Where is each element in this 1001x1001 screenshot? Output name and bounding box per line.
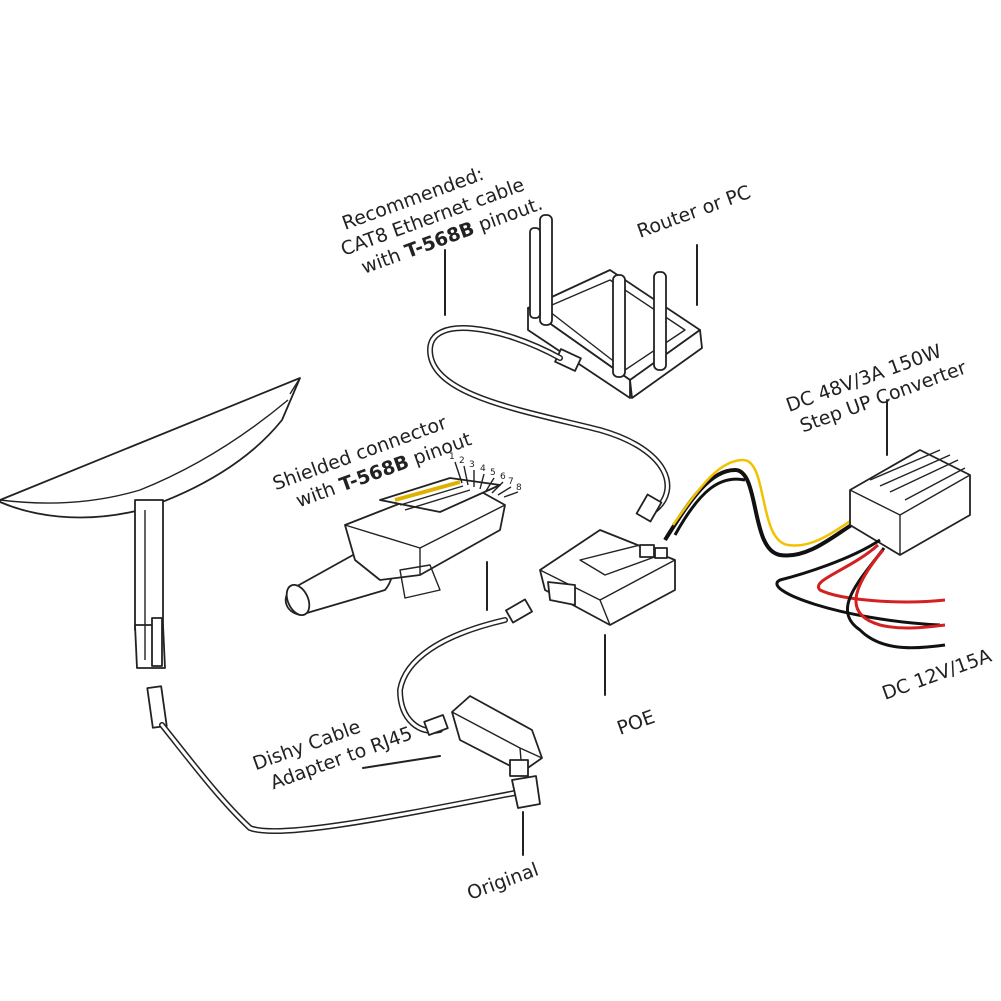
- label-poe: POE: [614, 706, 658, 740]
- poe-input-plug: [505, 598, 533, 624]
- router: [527, 214, 703, 399]
- poe-injector: [539, 529, 676, 696]
- label-dishy: Dishy Cable Adapter to RJ45: [250, 716, 416, 794]
- label-original: Original: [464, 859, 541, 905]
- label-dc-input: DC 12V/15A: [879, 645, 994, 705]
- label-converter: DC 48V/3A 150W Step UP Converter: [783, 340, 969, 437]
- cat8-cable: [426, 249, 671, 523]
- pin-label-6: 6: [500, 472, 506, 482]
- pin-numbers: 1 2 3 4 5 6 7 8: [449, 452, 522, 493]
- satellite-dish: [0, 377, 301, 669]
- label-router: Router or PC: [634, 181, 754, 242]
- pin-label-4: 4: [480, 464, 486, 474]
- rj45-shielded-connector: [284, 461, 519, 617]
- dishy-adapter: [362, 617, 543, 777]
- step-up-converter: [775, 399, 971, 650]
- pin-label-1: 1: [449, 452, 455, 462]
- original-dishy-cable: [146, 685, 541, 856]
- pin-label-3: 3: [469, 460, 475, 470]
- pin-label-5: 5: [490, 468, 496, 478]
- pin-label-7: 7: [508, 477, 514, 487]
- pin-label-8: 8: [516, 483, 522, 493]
- poe-output-wires: [663, 458, 869, 558]
- label-recommended: Recommended: CAT8 Ethernet cable with T-…: [338, 163, 546, 279]
- pin-label-2: 2: [459, 456, 465, 466]
